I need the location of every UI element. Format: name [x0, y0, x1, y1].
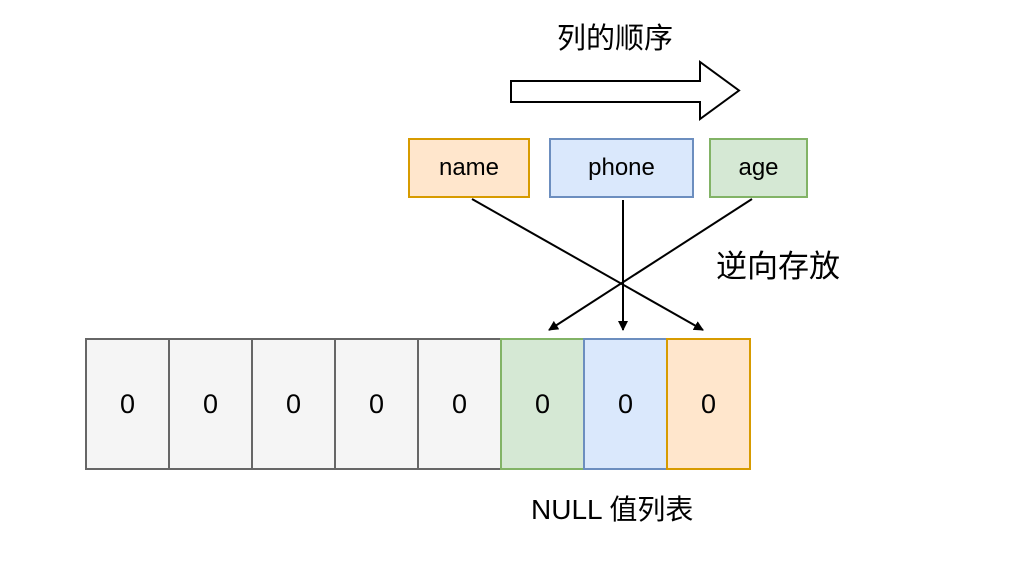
- null-bit-cell: 0: [334, 338, 419, 470]
- null-list-label: NULL 值列表: [531, 494, 694, 525]
- right-arrow-icon: [510, 60, 741, 121]
- column-order-title: 列的顺序: [557, 23, 674, 55]
- null-bitmap-row: 0 0 0 0 0 0 0 0: [85, 338, 751, 470]
- null-bit-cell-phone: 0: [583, 338, 668, 470]
- arrow-name-to-cell: [471, 198, 704, 331]
- null-bit-cell-age: 0: [500, 338, 585, 470]
- column-box-name: name: [408, 138, 530, 198]
- null-bit-cell: 0: [251, 338, 336, 470]
- null-bit-cell-name: 0: [666, 338, 751, 470]
- column-box-phone: phone: [549, 138, 694, 198]
- null-bit-cell: 0: [85, 338, 170, 470]
- column-box-age: age: [709, 138, 808, 198]
- reverse-storage-label: 逆向存放: [716, 249, 840, 284]
- null-bit-cell: 0: [417, 338, 502, 470]
- null-bit-cell: 0: [168, 338, 253, 470]
